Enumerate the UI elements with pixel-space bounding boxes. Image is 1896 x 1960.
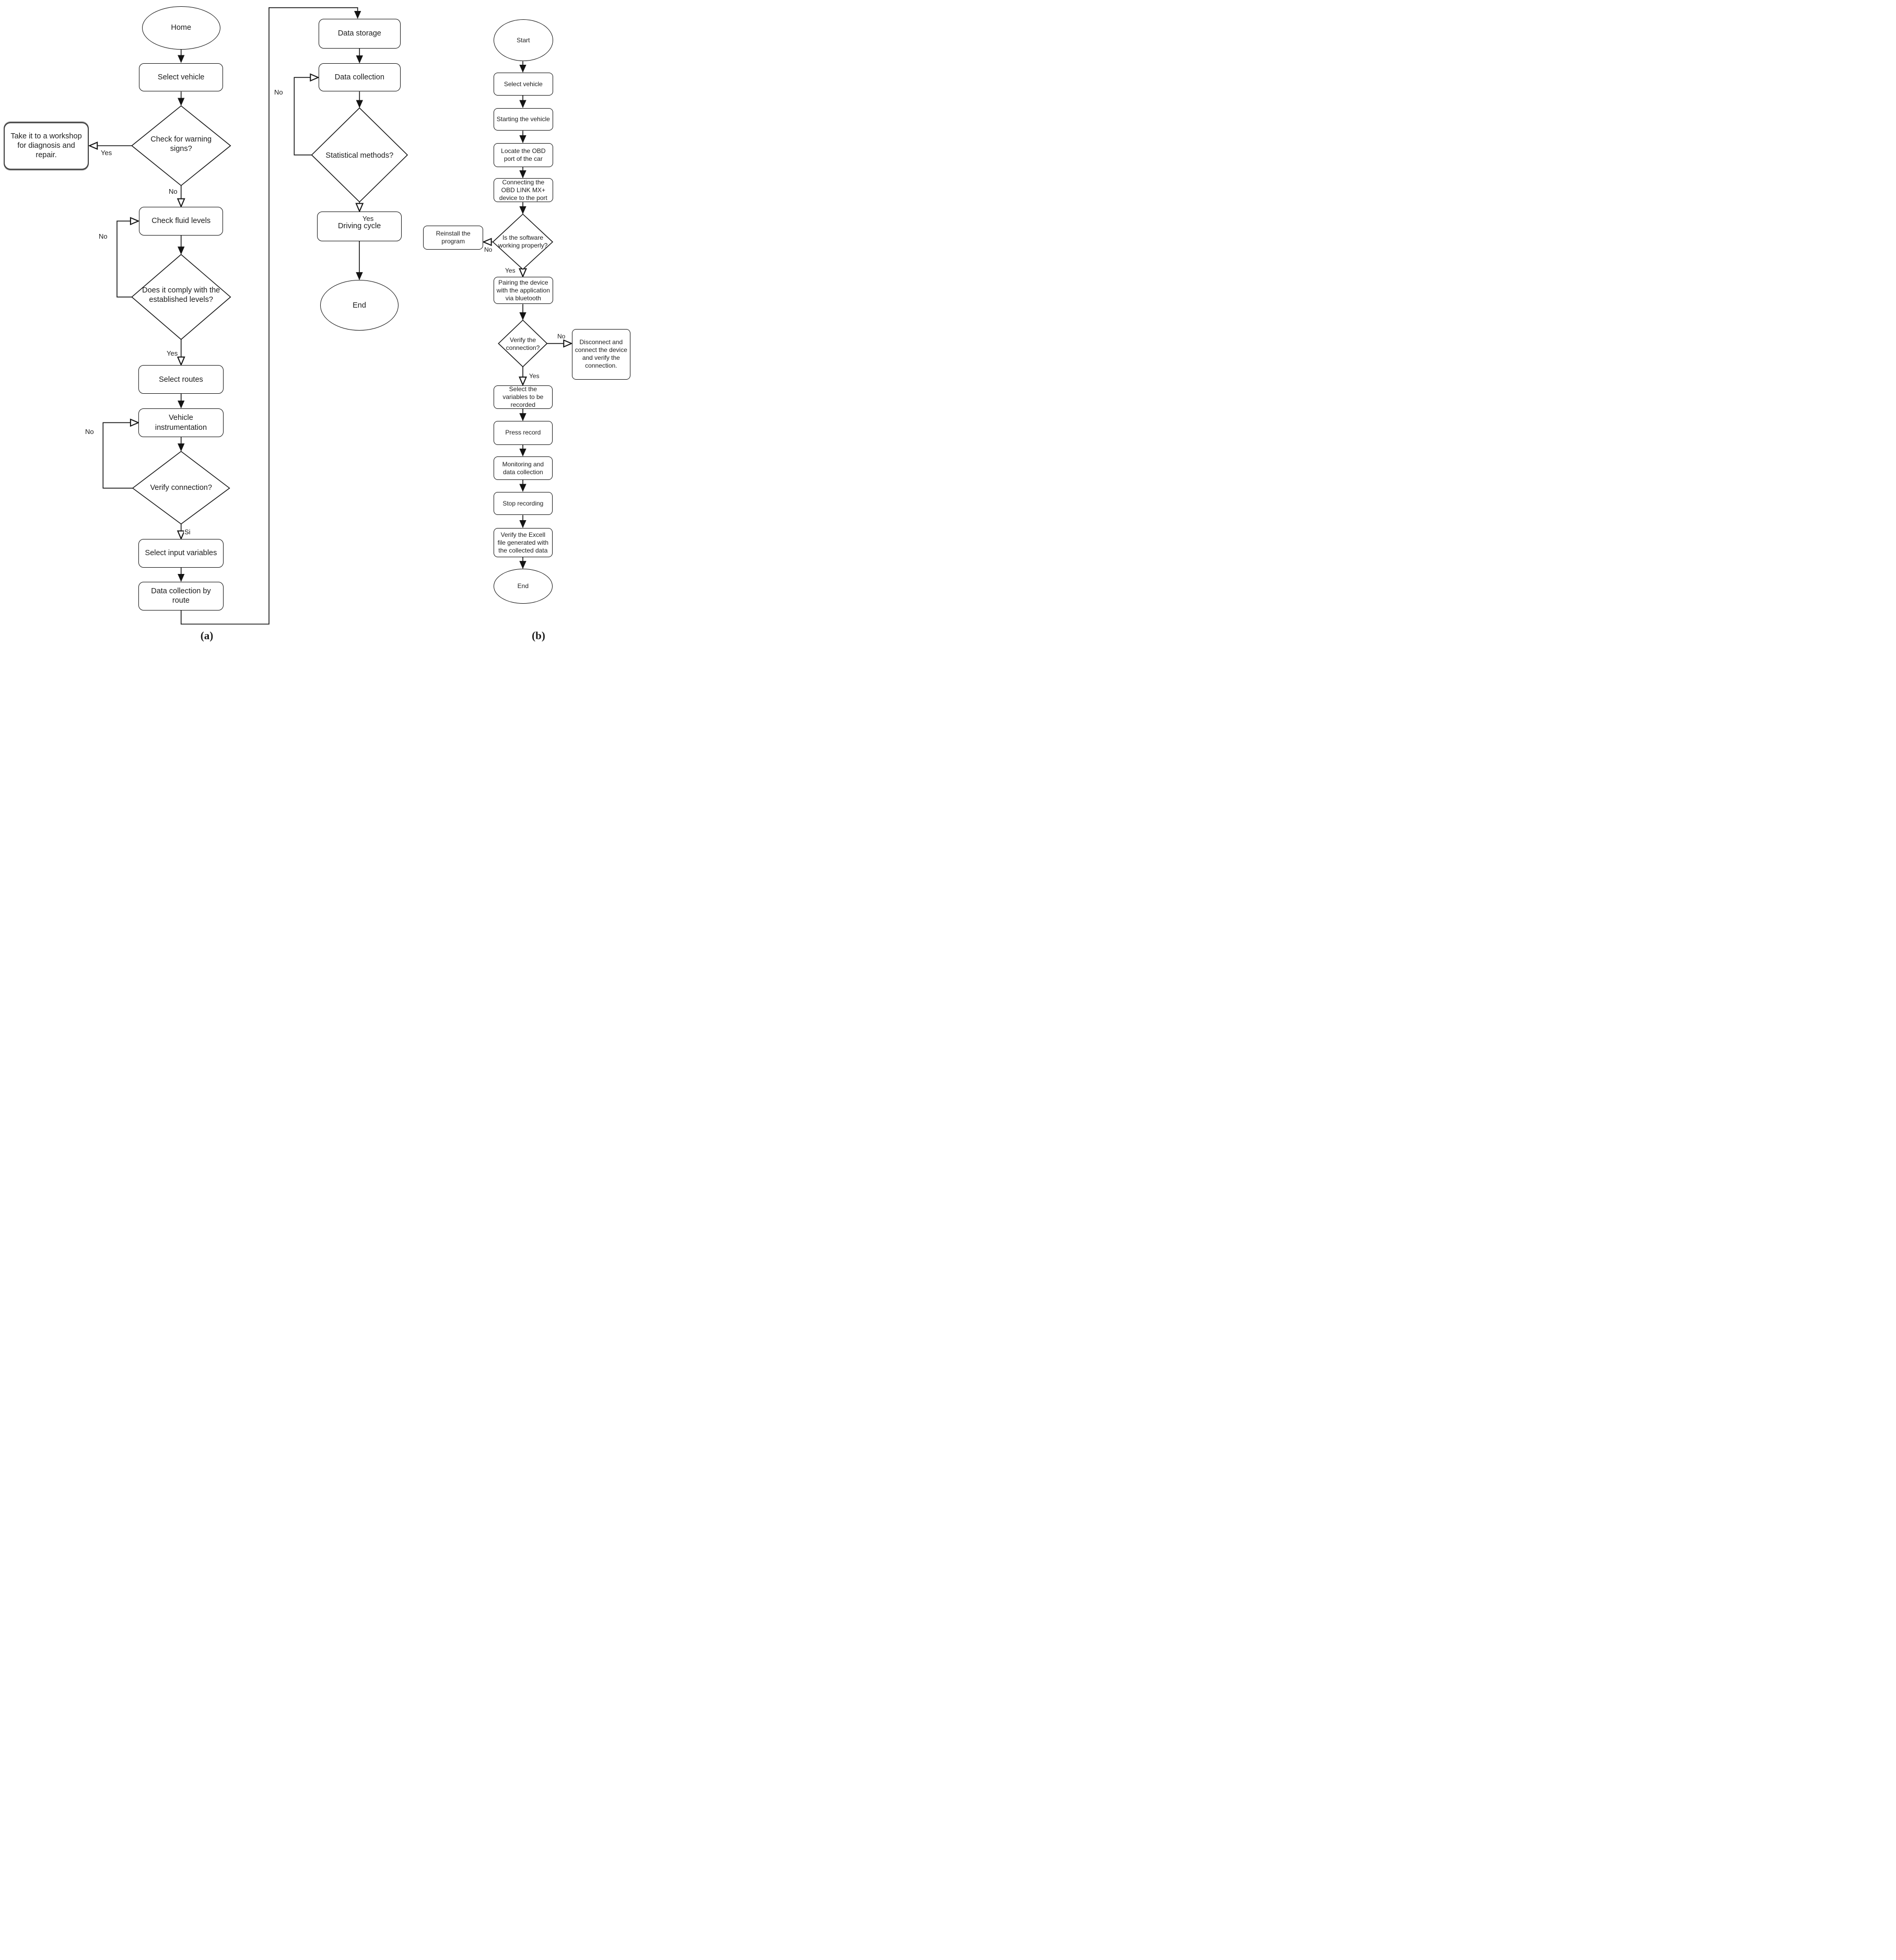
node-starting-vehicle: Starting the vehicle: [493, 108, 553, 131]
edge-label-software-yes: Yes: [505, 267, 516, 274]
node-select-vehicle-b-label: Select vehicle: [504, 80, 543, 88]
edge-label-comply-no: No: [98, 232, 108, 240]
decision-statistical-label: Statistical methods?: [325, 151, 394, 160]
edge-verify-loop-no: [102, 422, 138, 489]
node-stop-recording: Stop recording: [493, 491, 553, 515]
node-locate-obd-port-label: Locate the OBD port of the car: [501, 147, 546, 162]
node-stop-recording-label: Stop recording: [502, 499, 544, 507]
node-workshop: Take it to a workshop for diagnosis and …: [3, 122, 89, 170]
edge-label-warning-no: No: [168, 187, 178, 195]
node-starting-vehicle-label: Starting the vehicle: [496, 115, 550, 123]
node-driving-cycle-label: Driving cycle: [338, 222, 381, 231]
terminator-end-a: End: [320, 280, 399, 331]
edge-statistical-loop-no: [294, 77, 318, 156]
decision-software-shape: [492, 213, 554, 270]
node-verify-excel-file: Verify the Excell file generated with th…: [493, 528, 553, 557]
node-workshop-label: Take it to a workshop for diagnosis and …: [10, 132, 82, 160]
node-press-record-label: Press record: [505, 429, 541, 437]
terminator-home-label: Home: [171, 24, 192, 32]
node-select-variables: Select the variables to be recorded: [493, 385, 553, 409]
node-monitoring-data-collection-label: Monitoring and data collection: [502, 460, 544, 476]
edge-label-verify-no: No: [85, 428, 95, 436]
node-vehicle-instrumentation: Vehicle instrumentation: [138, 408, 224, 437]
decision-verify-connection-label: Verify connection?: [150, 484, 212, 492]
caption-b: (b): [532, 629, 545, 642]
node-pairing-device-label: Pairing the device with the application …: [496, 278, 550, 302]
decision-verifyconn-b-label: Verify the connection?: [506, 336, 540, 351]
edge-label-software-no: No: [484, 246, 493, 253]
node-disconnect-reconnect: Disconnect and connect the device and ve…: [572, 329, 630, 380]
edge-label-stat-no: No: [274, 88, 284, 96]
terminator-end-b-label: End: [517, 582, 529, 590]
decision-comply-label: Does it comply with the established leve…: [142, 286, 220, 304]
flowchart-figure: Home Select vehicle Take it to a worksho…: [0, 0, 632, 653]
node-data-storage-label: Data storage: [337, 29, 381, 38]
node-verify-excel-file-label: Verify the Excell file generated with th…: [497, 531, 549, 554]
terminator-start-b-label: Start: [517, 36, 530, 44]
node-locate-obd-port: Locate the OBD port of the car: [493, 143, 553, 167]
node-data-collection: Data collection: [319, 63, 401, 92]
node-data-collection-by-route-label: Data collection by route: [151, 587, 211, 605]
node-select-input-variables: Select input variables: [138, 539, 224, 568]
node-press-record: Press record: [493, 421, 553, 445]
node-disconnect-reconnect-label: Disconnect and connect the device and ve…: [575, 338, 627, 370]
node-connecting-obd-device: Connecting the OBD LINK MX+ device to th…: [493, 178, 553, 203]
edge-label-verify-si: Si: [184, 528, 191, 536]
edge-route-datastorage: [180, 7, 361, 625]
node-reinstall-program: Reinstall the program: [423, 226, 483, 250]
terminator-end-a-label: End: [353, 301, 366, 310]
node-monitoring-data-collection: Monitoring and data collection: [493, 456, 553, 480]
node-check-fluid: Check fluid levels: [139, 207, 224, 236]
edge-label-conn-yes: Yes: [529, 372, 540, 380]
flow-edges-layer: [0, 7, 632, 625]
node-select-routes: Select routes: [138, 365, 224, 394]
terminator-start-b: Start: [493, 19, 553, 62]
node-reinstall-program-label: Reinstall the program: [436, 230, 471, 245]
node-data-collection-by-route: Data collection by route: [138, 582, 224, 611]
decision-comply-shape: [131, 254, 231, 340]
decision-check-warning-label: Check for warning signs?: [150, 135, 212, 154]
node-check-fluid-label: Check fluid levels: [151, 217, 211, 226]
caption-a: (a): [200, 629, 214, 642]
edge-label-stat-yes: Yes: [362, 215, 374, 222]
node-data-storage: Data storage: [319, 19, 401, 49]
edge-label-warning-yes: Yes: [100, 149, 113, 157]
edge-comply-loop-no: [116, 221, 138, 298]
node-connecting-obd-device-label: Connecting the OBD LINK MX+ device to th…: [499, 178, 547, 202]
terminator-end-b: End: [493, 569, 553, 604]
node-data-collection-label: Data collection: [334, 73, 384, 82]
node-pairing-device: Pairing the device with the application …: [493, 277, 553, 304]
node-select-vehicle-a-label: Select vehicle: [157, 73, 205, 81]
node-select-routes-label: Select routes: [159, 375, 203, 384]
decision-verify-connection-shape: [132, 451, 230, 525]
decision-check-warning-shape: [131, 105, 231, 186]
edge-label-comply-yes: Yes: [166, 349, 179, 357]
decision-software-label: Is the software working properly?: [498, 234, 548, 249]
node-vehicle-instrumentation-label: Vehicle instrumentation: [155, 414, 207, 432]
decision-statistical-shape: [311, 107, 408, 203]
terminator-home: Home: [142, 6, 220, 50]
edge-label-conn-no: No: [557, 333, 566, 340]
node-select-input-variables-label: Select input variables: [145, 549, 217, 558]
node-select-vehicle-b: Select vehicle: [493, 73, 553, 96]
node-select-vehicle-a: Select vehicle: [139, 63, 224, 92]
node-select-variables-label: Select the variables to be recorded: [502, 385, 544, 408]
decision-verifyconn-b-shape: [498, 319, 548, 368]
node-driving-cycle: Driving cycle: [317, 212, 402, 241]
